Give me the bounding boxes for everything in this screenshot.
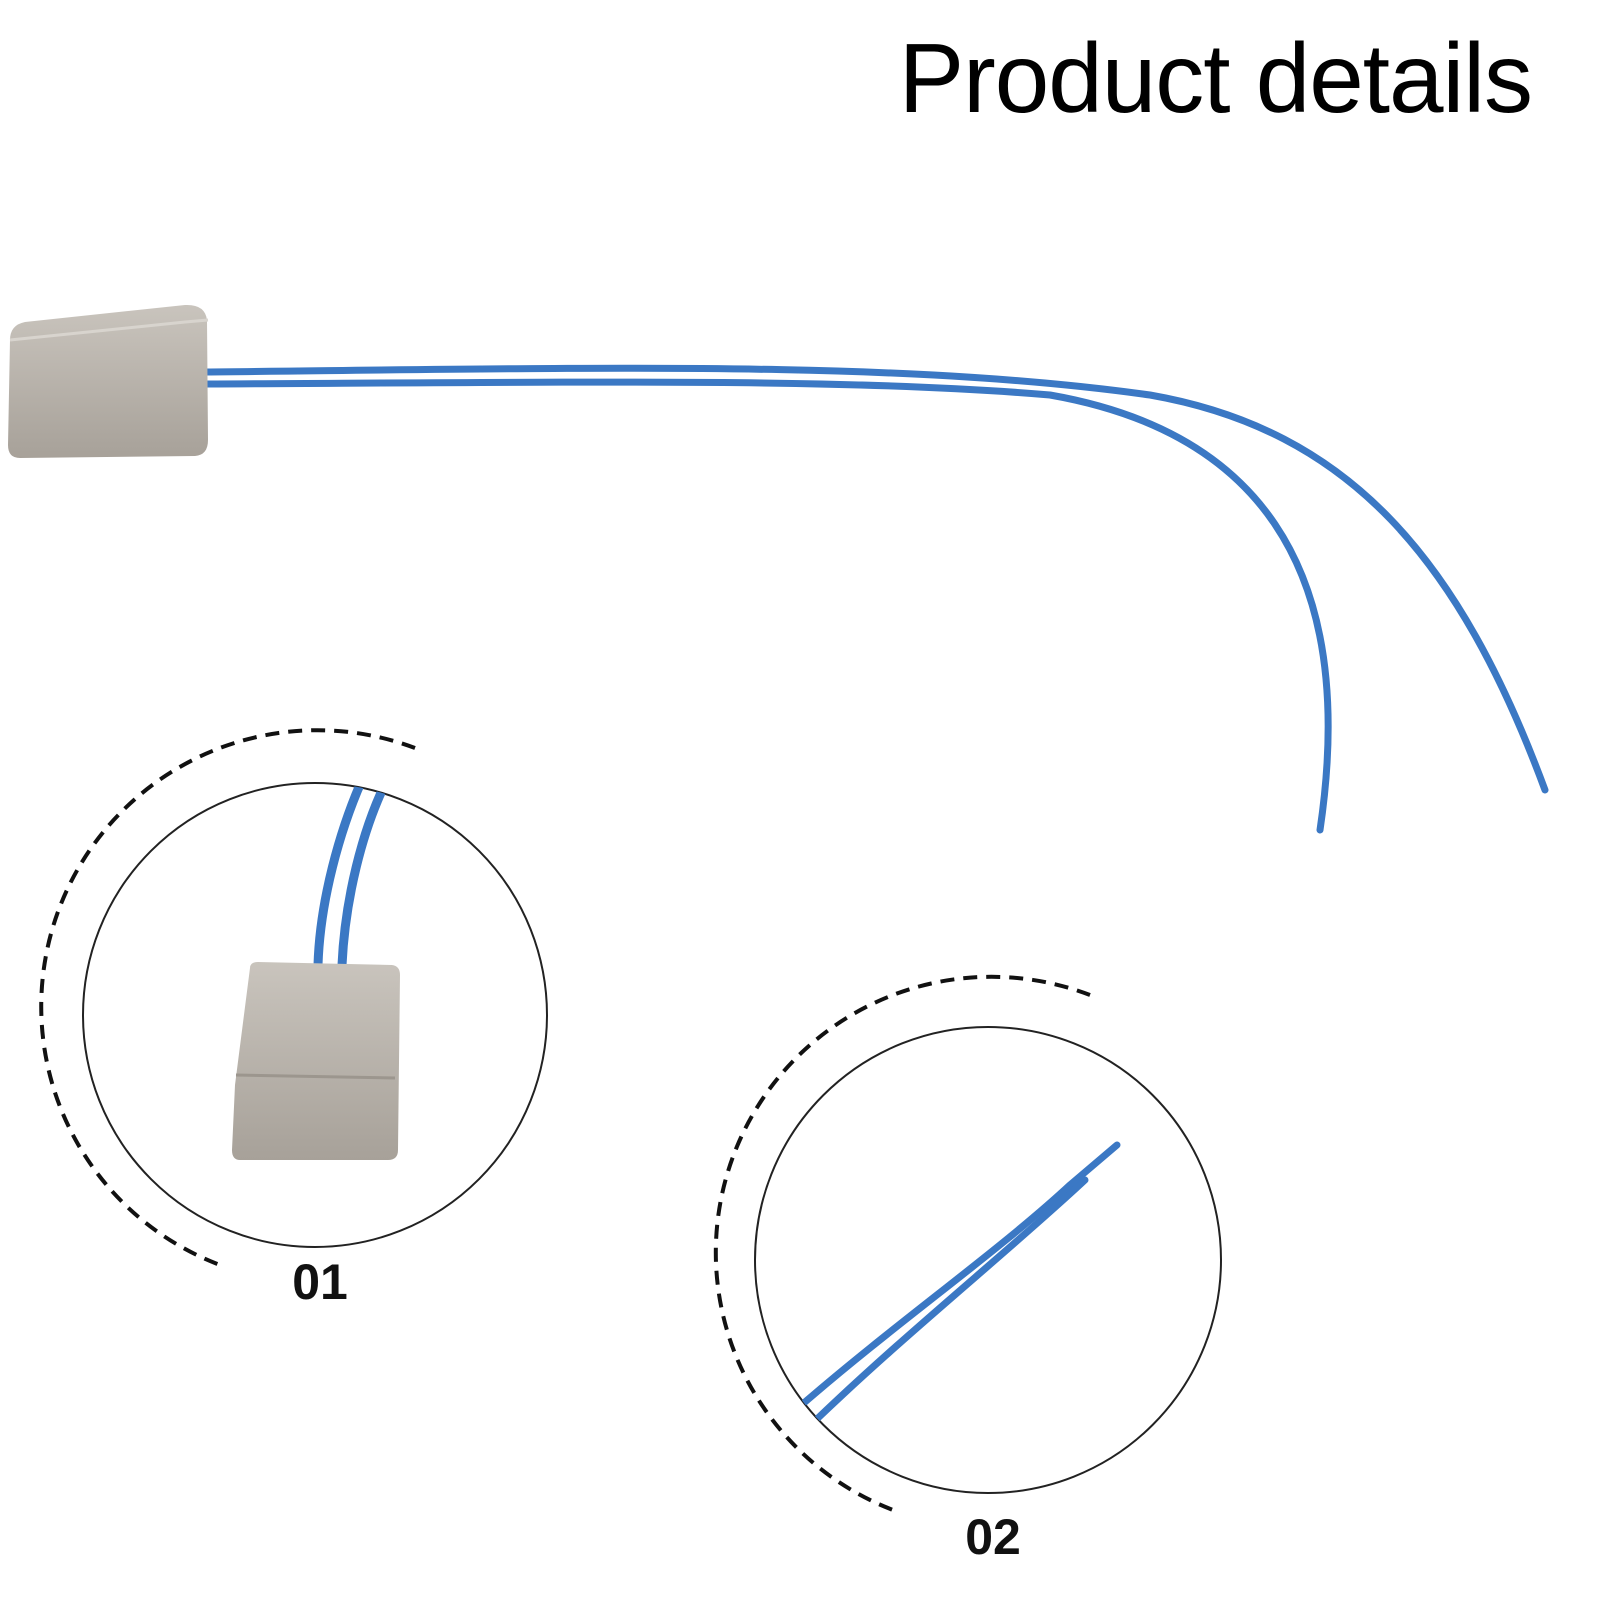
detail-circle-02 <box>713 974 1222 1512</box>
detail-circle-01 <box>39 728 548 1267</box>
detail-label-01: 01 <box>292 1254 348 1310</box>
main-product-wires <box>201 364 1549 834</box>
detail-label-02: 02 <box>965 1509 1021 1565</box>
page-title: Product details <box>898 23 1533 133</box>
main-product-housing <box>8 304 209 458</box>
